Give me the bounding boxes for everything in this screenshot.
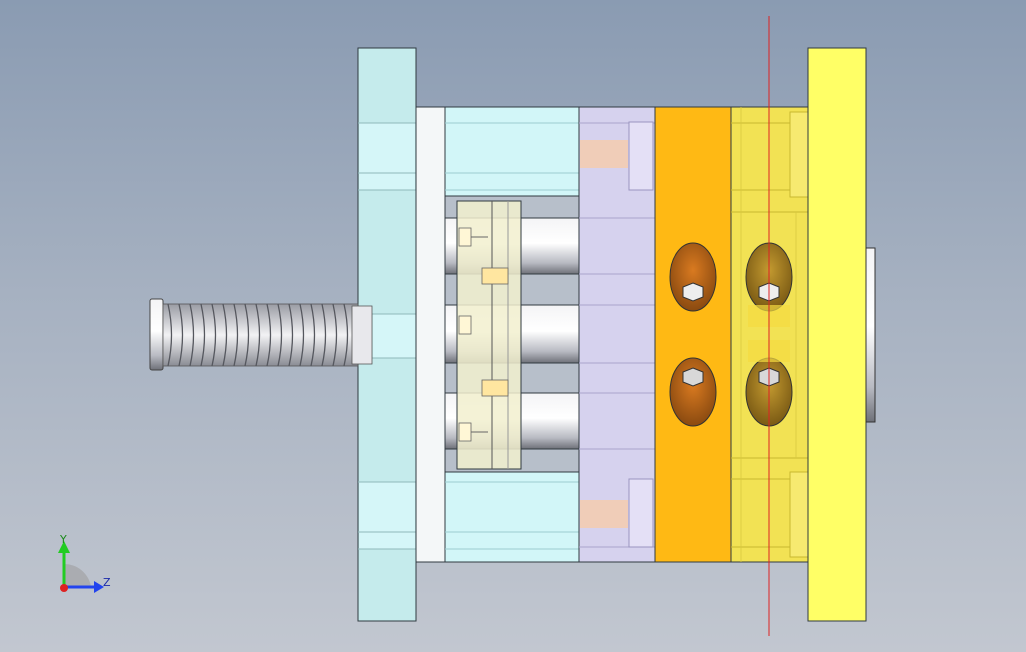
- spring-coil: [200, 303, 206, 367]
- ejector-block-top[interactable]: [444, 106, 580, 197]
- left-clamp-plate[interactable]: [357, 47, 417, 622]
- spacer-plate[interactable]: [415, 106, 446, 563]
- coordinate-triad: Y Z: [58, 533, 111, 593]
- spring-coil: [255, 303, 261, 367]
- spring-coil: [343, 303, 349, 367]
- right-clamp-plate[interactable]: [807, 47, 867, 622]
- y-axis-label: Y: [59, 533, 67, 546]
- spring-coil: [189, 303, 195, 367]
- spring-coil: [222, 303, 228, 367]
- cavity-plate[interactable]: [654, 106, 732, 563]
- spring-coils: [167, 303, 349, 367]
- spring-coil: [211, 303, 217, 367]
- spring-coil: [288, 303, 294, 367]
- z-axis-arrowhead: [94, 581, 104, 593]
- ejector-block-bottom[interactable]: [444, 471, 580, 563]
- spring-coil: [299, 303, 305, 367]
- z-axis-label: Z: [103, 576, 111, 589]
- spring-coil: [167, 303, 173, 367]
- spring-coil: [332, 303, 338, 367]
- x-axis-origin-dot: [60, 584, 68, 592]
- ejector-pins[interactable]: [458, 227, 509, 442]
- locating-ring[interactable]: [865, 247, 876, 423]
- spring-coil: [310, 303, 316, 367]
- spring-coil: [266, 303, 272, 367]
- return-spring[interactable]: [149, 298, 373, 371]
- y-axis-arrowhead: [58, 541, 70, 553]
- triad-sector: [64, 563, 91, 587]
- spring-coil: [244, 303, 250, 367]
- spring-coil: [321, 303, 327, 367]
- stripper-plate[interactable]: [578, 106, 656, 563]
- spring-coil: [233, 303, 239, 367]
- spring-coil: [178, 303, 184, 367]
- spring-coil: [277, 303, 283, 367]
